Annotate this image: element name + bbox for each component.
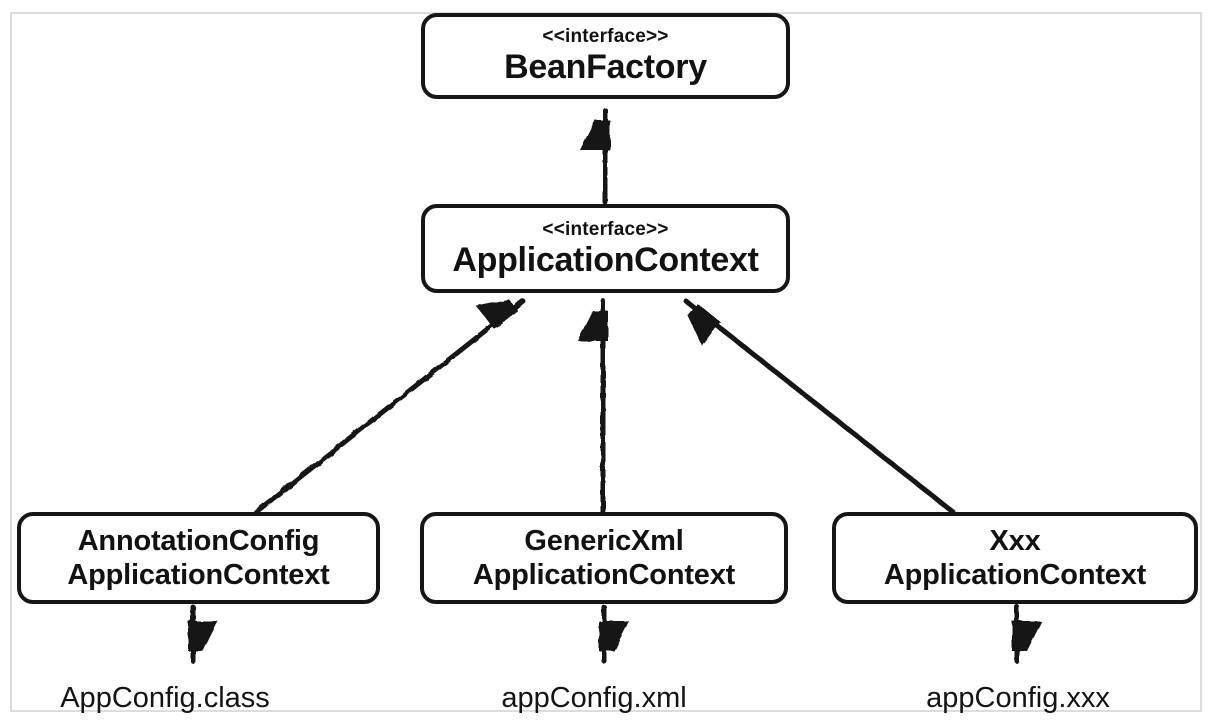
xxx-name-line2: ApplicationContext [883,559,1147,591]
annotationconfig-name-line1: AnnotationConfig [77,525,320,557]
node-genericxml-applicationcontext: GenericXml ApplicationContext [420,512,788,604]
node-annotationconfig-applicationcontext: AnnotationConfig ApplicationContext [17,512,380,604]
label-appconfig-class: AppConfig.class [60,682,270,714]
beanfactory-name: BeanFactory [504,48,707,86]
beanfactory-stereotype: <<interface>> [542,26,669,47]
node-beanfactory: <<interface>> BeanFactory [421,13,790,99]
genericxml-name-line2: ApplicationContext [472,559,736,591]
label-appconfig-xxx: appConfig.xxx [926,682,1110,714]
genericxml-name-line1: GenericXml [524,525,684,557]
annotationconfig-name-line2: ApplicationContext [67,559,330,591]
xxx-name-line1: Xxx [989,525,1041,557]
node-xxx-applicationcontext: Xxx ApplicationContext [832,512,1198,604]
label-appconfig-xml: appConfig.xml [501,682,687,714]
node-applicationcontext: <<interface>> ApplicationContext [421,204,790,293]
applicationcontext-stereotype: <<interface>> [542,218,669,240]
diagram-frame [10,12,1202,712]
applicationcontext-name: ApplicationContext [452,240,759,279]
